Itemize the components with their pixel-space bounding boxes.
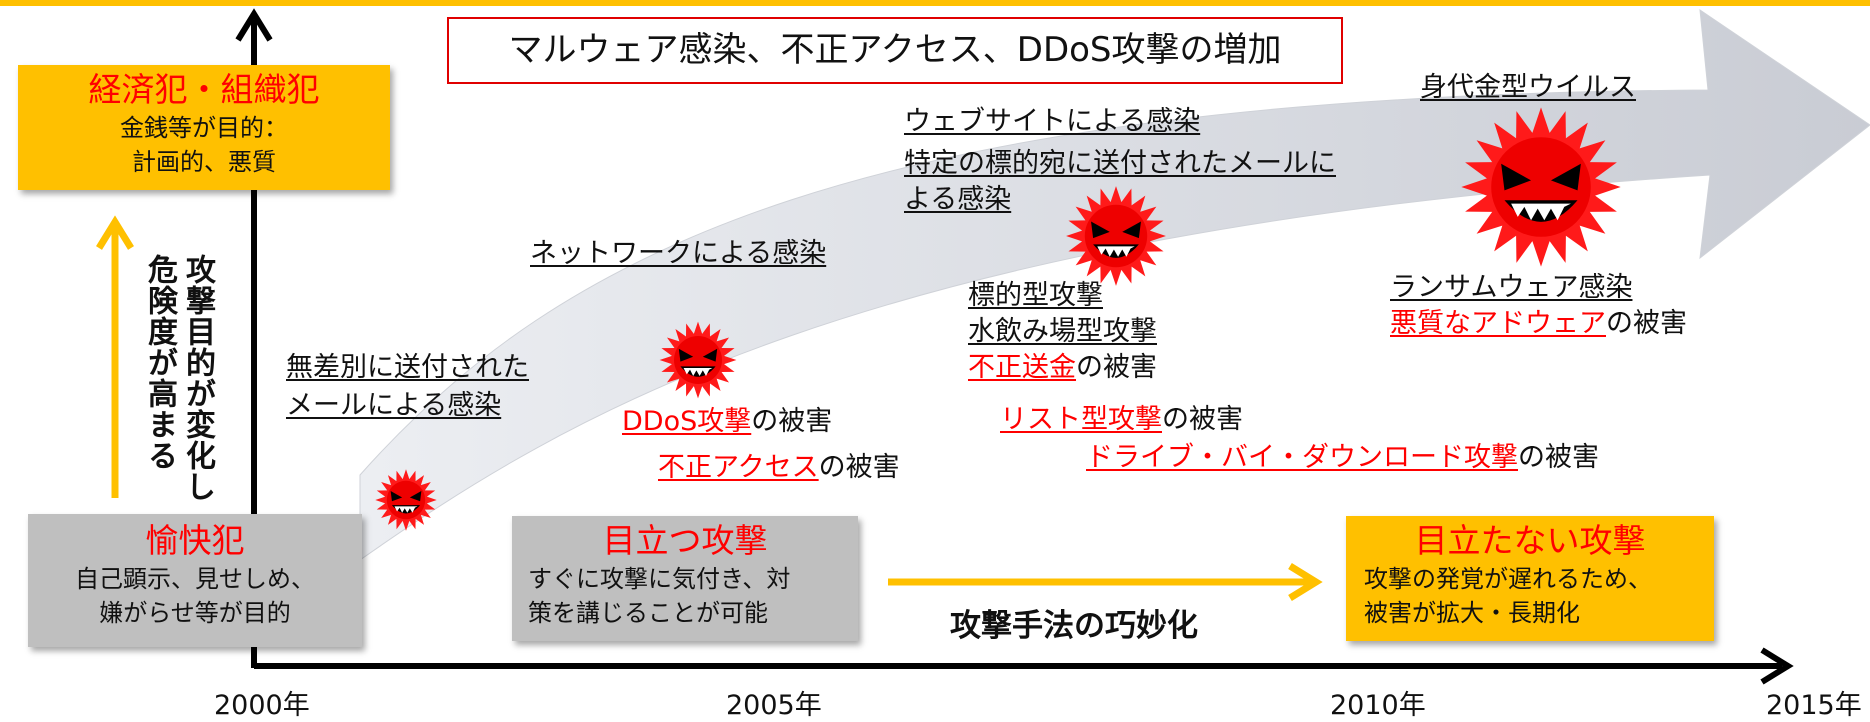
ransom-virus-label: 身代金型ウイルス: [1420, 72, 1636, 103]
unauth-access-damage-red: 不正アクセス: [658, 452, 819, 483]
ransomware-infection: ランサムウェア感染: [1390, 272, 1633, 303]
economic-crime-line1: 金銭等が目的：: [120, 114, 288, 142]
invisible-attack-line1: 攻撃の発覚が遅れるため、: [1364, 565, 1652, 593]
sophistication-label: 攻撃手法の巧妙化: [950, 608, 1198, 644]
pleasure-crime-box: 愉快犯 自己顕示、見せしめ、 嫌がらせ等が目的: [28, 514, 362, 647]
watering-hole-attack: 水飲み場型攻撃: [968, 316, 1157, 347]
website-infection: ウェブサイトによる感染: [904, 106, 1201, 137]
economic-crime-line2: 計画的、悪質: [132, 148, 276, 176]
year-2005: 2005年: [726, 690, 822, 721]
visible-attack-line2: 策を講じることが可能: [528, 599, 768, 627]
top-accent-line: [0, 0, 1870, 6]
attack-purpose-vertical-text: 攻撃目的が変化し 危険度が高まる: [140, 254, 216, 524]
vertical-text-col2: 危険度が高まる: [142, 254, 177, 471]
vertical-text-col1: 攻撃目的が変化し: [180, 254, 215, 502]
unauth-access-damage: 不正アクセスの被害: [658, 450, 900, 486]
list-attack-damage-suffix: の被害: [1162, 404, 1243, 435]
year-2015: 2015年: [1766, 690, 1862, 721]
list-attack-damage: リスト型攻撃の被害: [1000, 402, 1243, 438]
adware-damage-red: 悪質なアドウェア: [1390, 308, 1606, 339]
yellow-horizontal-arrowhead: [1288, 563, 1323, 601]
network-infection: ネットワークによる感染: [530, 238, 827, 269]
mass-mail-infection-line1: 無差別に送付された: [286, 352, 529, 383]
mass-mail-infection-line2: メールによる感染: [286, 390, 502, 421]
fraud-damage-red: 不正送金: [968, 352, 1076, 383]
driveby-damage-red: ドライブ・バイ・ダウンロード攻撃: [1086, 442, 1518, 473]
targeted-mail-infection-line2: よる感染: [904, 184, 1012, 215]
adware-damage-suffix: の被害: [1606, 308, 1687, 339]
ddos-damage: DDoS攻撃の被害: [622, 404, 832, 440]
invisible-attack-line2: 被害が拡大・長期化: [1364, 599, 1580, 627]
adware-damage: 悪質なアドウェアの被害: [1390, 306, 1687, 342]
virus-icon-small: [375, 469, 437, 531]
visible-attack-title: 目立つ攻撃: [602, 521, 768, 560]
economic-crime-box: 経済犯・組織犯 金銭等が目的： 計画的、悪質: [18, 65, 390, 190]
visible-attack-line1: すぐに攻撃に気付き、対: [528, 565, 791, 593]
pleasure-crime-line2: 嫌がらせ等が目的: [99, 599, 291, 627]
vertical-axis-arrowhead: [235, 8, 273, 42]
fraud-damage: 不正送金の被害: [968, 350, 1157, 386]
pleasure-crime-title: 愉快犯: [145, 521, 245, 560]
visible-attack-box: 目立つ攻撃 すぐに攻撃に気付き、対 策を講じることが可能: [512, 516, 858, 641]
year-2010: 2010年: [1330, 690, 1426, 721]
pleasure-crime-line1: 自己顕示、見せしめ、: [75, 565, 315, 593]
virus-icon-large: [1066, 186, 1166, 286]
invisible-attack-title: 目立たない攻撃: [1414, 521, 1646, 560]
driveby-damage: ドライブ・バイ・ダウンロード攻撃の被害: [1086, 440, 1599, 476]
top-banner: マルウェア感染、不正アクセス、DDoS攻撃の増加: [447, 17, 1343, 84]
virus-icon-medium: [659, 321, 737, 399]
driveby-damage-suffix: の被害: [1518, 442, 1599, 473]
targeted-mail-infection-line1: 特定の標的宛に送付されたメールに: [904, 148, 1336, 179]
year-2000: 2000年: [214, 690, 310, 721]
yellow-vertical-arrowhead: [96, 215, 134, 250]
ddos-damage-suffix: の被害: [751, 406, 833, 437]
targeted-attack: 標的型攻撃: [968, 280, 1103, 311]
unauth-access-damage-suffix: の被害: [818, 452, 900, 483]
list-attack-damage-red: リスト型攻撃: [1000, 404, 1162, 435]
fraud-damage-suffix: の被害: [1076, 352, 1157, 383]
economic-crime-title: 経済犯・組織犯: [88, 70, 320, 109]
invisible-attack-box: 目立たない攻撃 攻撃の発覚が遅れるため、 被害が拡大・長期化: [1346, 516, 1714, 641]
horizontal-axis-arrowhead: [1760, 647, 1794, 685]
top-banner-text: マルウェア感染、不正アクセス、DDoS攻撃の増加: [508, 30, 1282, 70]
virus-icon-xlarge: [1461, 107, 1621, 267]
ddos-damage-red: DDoS攻撃: [622, 406, 752, 437]
